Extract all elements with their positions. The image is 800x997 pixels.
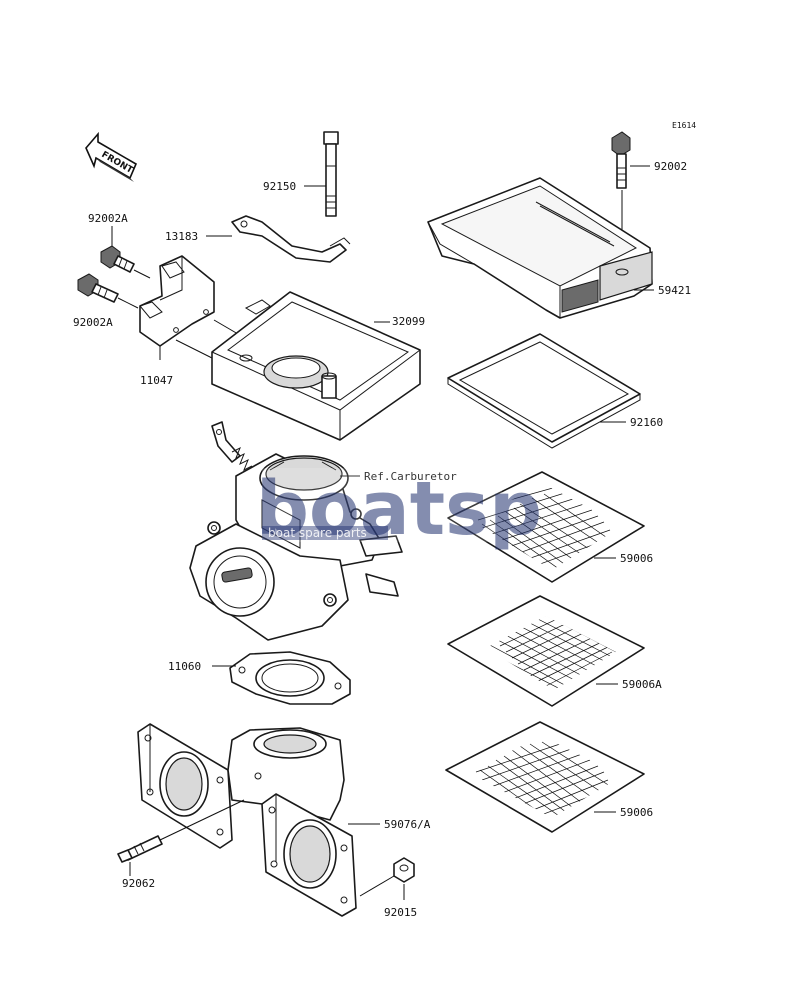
part-11060-gasket [229, 651, 351, 705]
carburetor-reference [189, 421, 403, 641]
callout-11047: 11047 [140, 374, 173, 387]
part-92160-gasket [447, 333, 641, 449]
part-59006-flame-arrester-upper [447, 471, 645, 583]
watermark-logo: boatsp boat spare parts [256, 466, 542, 552]
callout-92160: 92160 [630, 416, 663, 429]
part-92062-stud [117, 835, 163, 863]
watermark-brand: boatsp [256, 466, 542, 552]
callout-92002a-lower: 92002A [73, 316, 113, 329]
part-59006-flame-arrester-lower [445, 721, 645, 833]
callout-59006a: 59006A [622, 678, 662, 691]
callout-59006-lower: 59006 [620, 806, 653, 819]
callout-59076a: 59076/A [384, 818, 431, 831]
callout-92015: 92015 [384, 906, 417, 919]
part-59006a-flame-arrester [447, 595, 645, 707]
front-arrow-icon: FRONT [85, 131, 138, 182]
diagram-code: E1614 [672, 121, 696, 130]
callout-59006-upper: 59006 [620, 552, 653, 565]
callout-ref-carburetor: Ref.Carburetor [364, 470, 457, 483]
callout-92002a-upper: 92002A [88, 212, 128, 225]
callout-59421: 59421 [658, 284, 691, 297]
part-92002a-bolt-upper [100, 245, 135, 273]
part-59076a-manifold [137, 723, 357, 917]
part-92150-bolt [323, 131, 339, 217]
part-92002-bolt [611, 131, 631, 189]
part-92002a-bolt-lower [77, 273, 119, 303]
callout-92062: 92062 [122, 877, 155, 890]
part-11047-bracket [139, 255, 215, 347]
watermark-tagline: boat spare parts [268, 526, 367, 540]
part-92015-nut [393, 857, 415, 883]
callout-92150: 92150 [263, 180, 296, 193]
callout-92002: 92002 [654, 160, 687, 173]
callout-32099: 32099 [392, 315, 425, 328]
callout-13183: 13183 [165, 230, 198, 243]
part-32099-air-box [211, 291, 421, 441]
part-13183-clip [231, 215, 351, 263]
part-59421-cover [427, 177, 653, 319]
callout-11060: 11060 [168, 660, 201, 673]
